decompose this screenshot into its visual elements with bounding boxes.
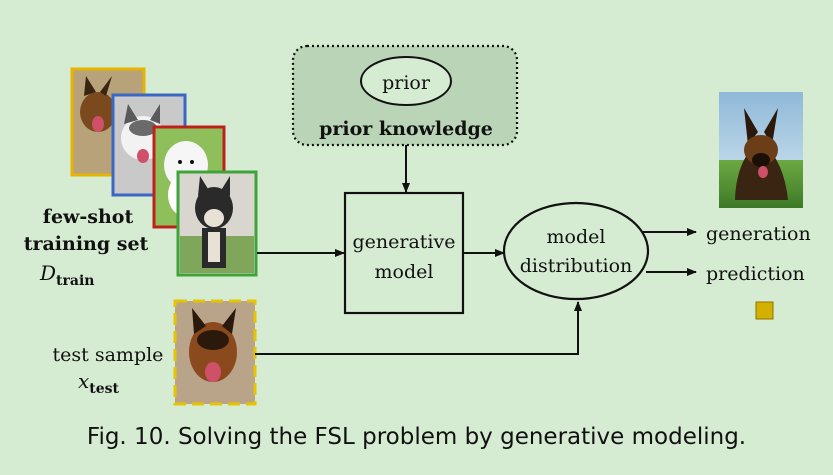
arrow-test-to-distribution — [255, 301, 582, 355]
generative-model-line2: model — [375, 261, 434, 283]
test-sample-label: test sample — [53, 344, 164, 366]
training-set-subscript: train — [56, 273, 94, 289]
figure-caption: Fig. 10. Solving the FSL problem by gene… — [86, 424, 747, 450]
test-sample-symbol: x — [78, 369, 89, 393]
prediction-label: prediction — [706, 263, 805, 285]
model-distribution-line2: distribution — [520, 255, 633, 277]
generation-label: generation — [706, 223, 811, 245]
training-set-line2: training set — [24, 233, 149, 255]
test-sample-symbol-group: xtest — [78, 369, 120, 397]
generative-model-line1: generative — [353, 231, 456, 253]
diagram-canvas: prior prior knowledge generative model m… — [24, 44, 811, 406]
prior-ellipse — [360, 56, 452, 106]
prediction-square — [755, 301, 774, 320]
generative-model-box — [343, 191, 465, 315]
prior-label: prior — [382, 72, 431, 94]
training-image-4 — [176, 170, 258, 277]
test-sample-image — [173, 299, 257, 406]
prior-knowledge-label: prior knowledge — [319, 118, 493, 140]
generated-dog-image — [719, 92, 803, 208]
training-set-line1: few-shot — [43, 206, 134, 228]
test-sample-subscript: test — [89, 381, 119, 397]
training-set-symbol: D — [39, 261, 56, 285]
model-distribution-line1: model — [547, 226, 606, 248]
model-distribution-ellipse — [502, 201, 650, 301]
training-set-symbol-group: Dtrain — [39, 261, 94, 289]
